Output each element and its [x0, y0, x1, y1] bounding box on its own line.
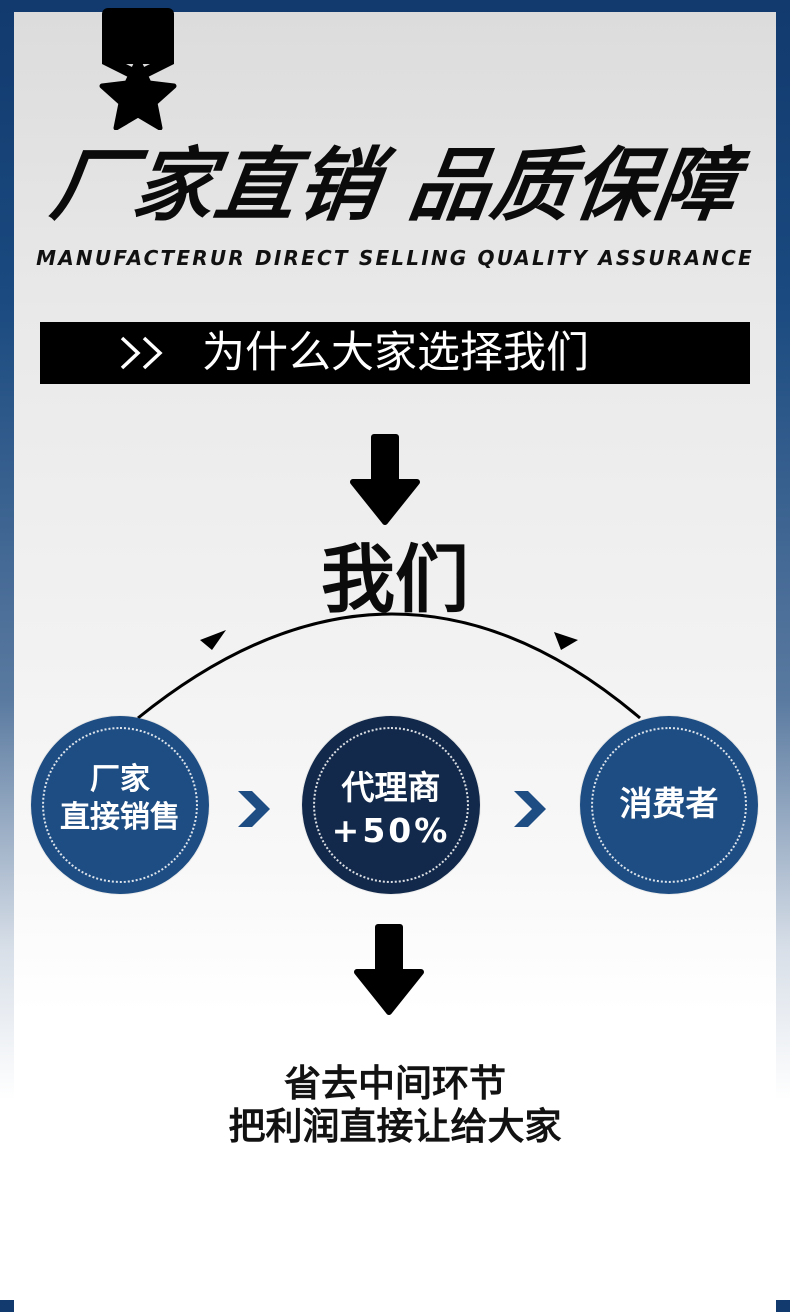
- factory-circle: 厂家 直接销售: [31, 716, 209, 894]
- consumer-label: 消费者: [619, 784, 719, 823]
- factory-ring: [42, 727, 198, 883]
- consumer-circle: 消费者: [580, 716, 758, 894]
- center-title: 我们: [321, 537, 469, 623]
- factory-label-line1: 厂家: [90, 762, 150, 797]
- consumer-ring: [591, 727, 747, 883]
- arrow-down-icon: [350, 434, 420, 525]
- footer-line1: 省去中间环节: [284, 1062, 506, 1105]
- agent-ring: [313, 727, 469, 883]
- flow-arc: [137, 612, 641, 720]
- headline: 厂家直销 品质保障: [45, 139, 745, 232]
- agent-label-line2: +50%: [331, 811, 451, 850]
- agent-circle: 代理商 +50%: [302, 716, 480, 894]
- content-panel: [14, 12, 776, 1312]
- agent-label-line1: 代理商: [341, 768, 441, 807]
- double-chevron-right-icon: [120, 336, 163, 370]
- medal-star-icon: [99, 8, 177, 130]
- why-choose-us-banner: 为什么大家选择我们: [40, 322, 750, 384]
- footer-line2: 把利润直接让给大家: [228, 1105, 562, 1148]
- banner-text: 为什么大家选择我们: [202, 328, 589, 378]
- chevron-right-icon: [238, 791, 270, 827]
- subline: MANUFACTERUR DIRECT SELLING QUALITY ASSU…: [36, 246, 754, 270]
- chevron-right-icon: [514, 791, 546, 827]
- arrow-down-icon: [354, 924, 424, 1015]
- factory-label-line2: 直接销售: [60, 800, 180, 835]
